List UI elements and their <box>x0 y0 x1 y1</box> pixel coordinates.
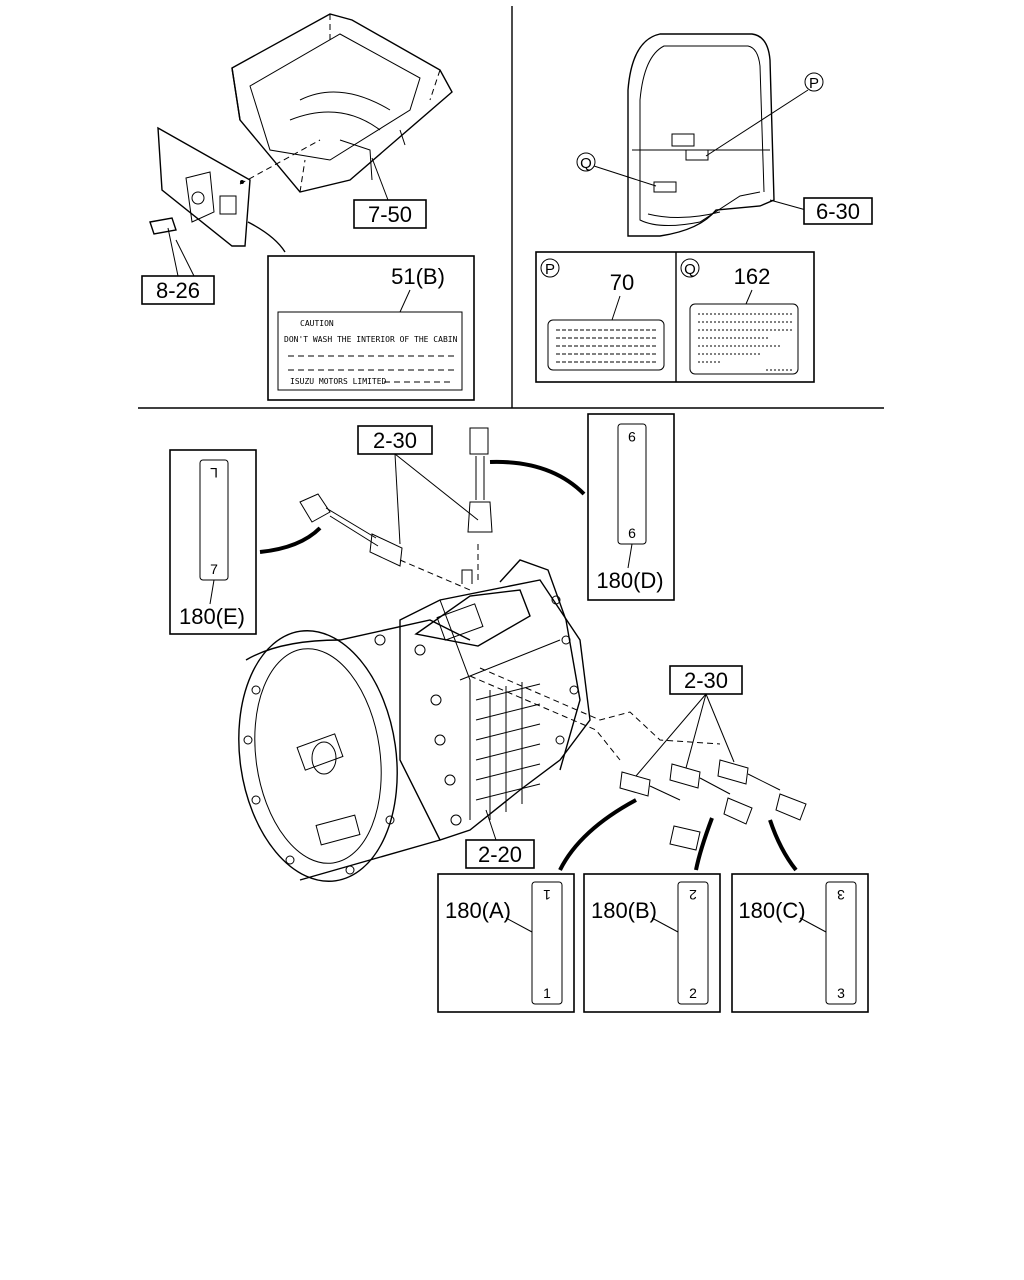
cab-floor-drawing <box>231 13 453 193</box>
tag-180e-bottom: 7 <box>210 561 218 577</box>
sensor-e <box>299 493 403 567</box>
sensor-b <box>669 763 753 825</box>
marker-p <box>804 72 824 92</box>
p-part-number: 70 <box>610 270 634 295</box>
harness-path-2 <box>469 675 621 761</box>
callout-2-30-right <box>669 665 743 695</box>
box-marker-p-text: P <box>545 261 555 278</box>
tag-180c-top: 3 <box>837 887 845 903</box>
callout-8-26-text: 8-26 <box>156 278 200 303</box>
tag-180a-part: 180(A) <box>445 898 511 923</box>
tag-box-180c <box>731 873 869 1013</box>
caution-leader <box>399 289 411 313</box>
tag-180e-part: 180(E) <box>179 604 245 629</box>
harness-path <box>479 667 721 745</box>
sensor-e-mount-line <box>399 559 471 591</box>
leader-2-30-top-b <box>394 453 479 521</box>
sensor-c <box>717 759 807 821</box>
callout-2-20 <box>465 839 535 869</box>
leader-6-30 <box>769 199 807 211</box>
callout-2-20-text: 2-20 <box>478 842 522 867</box>
tag-180d-part: 180(D) <box>596 568 663 593</box>
leader-51b <box>247 221 286 253</box>
leader-180b <box>694 817 714 871</box>
door-drawing <box>627 33 775 237</box>
tag-180b-top: 2 <box>689 887 697 903</box>
sensor-d <box>467 427 493 533</box>
tag-180b-leader <box>651 917 679 933</box>
marker-p-text: P <box>809 75 819 92</box>
callout-7-50-text: 7-50 <box>368 202 412 227</box>
tag-180a-bottom: 1 <box>543 985 551 1001</box>
p-sticker <box>547 319 665 371</box>
tag-180b <box>677 881 709 1005</box>
tag-180d-top: 9 <box>628 429 636 445</box>
tag-180e-top: L <box>210 465 218 481</box>
leader-180c <box>768 819 798 872</box>
caution-line1: DON'T WASH THE INTERIOR OF THE CABIN <box>284 335 458 344</box>
side-panel-drawing <box>149 126 321 247</box>
tag-180c <box>825 881 857 1005</box>
tag-box-180a <box>437 873 575 1013</box>
p-sticker-lines <box>556 329 656 363</box>
tag-180e-leader <box>209 579 215 605</box>
q-part-number: 162 <box>734 264 771 289</box>
leader-p <box>705 89 809 157</box>
tag-180b-part: 180(B) <box>591 898 657 923</box>
tag-box-180d <box>587 413 675 601</box>
tag-box-180e <box>169 449 257 635</box>
leader-180a <box>558 798 637 871</box>
p-leader <box>611 295 621 321</box>
callout-2-30-top-text: 2-30 <box>373 428 417 453</box>
callout-8-26 <box>141 275 215 305</box>
q-sticker <box>689 303 799 375</box>
q-sticker-lines <box>698 313 792 371</box>
tag-180d-leader <box>627 543 633 569</box>
leader-2-30-top-a <box>394 453 401 545</box>
caution-part-number: 51(B) <box>391 264 445 289</box>
caution-sticker <box>277 311 463 391</box>
callout-6-30 <box>803 197 873 225</box>
leader-180e <box>259 526 322 554</box>
marker-q-text: Q <box>580 155 592 172</box>
leader-2-30-r-b <box>685 693 707 769</box>
tag-180a <box>531 881 563 1005</box>
leader-8-26 <box>167 227 195 277</box>
marker-q <box>576 152 596 172</box>
tag-180c-part: 180(C) <box>738 898 805 923</box>
caution-label-box <box>267 255 475 401</box>
leader-q <box>593 165 657 187</box>
tag-180c-bottom: 3 <box>837 985 845 1001</box>
box-marker-p <box>540 258 560 278</box>
callout-2-30-right-text: 2-30 <box>684 668 728 693</box>
leader-2-30-r-c <box>705 693 735 763</box>
q-leader <box>745 289 753 305</box>
caution-maker: ISUZU MOTORS LIMITED <box>290 377 387 386</box>
box-marker-q-text: Q <box>684 261 696 278</box>
tag-180c-leader <box>799 917 827 933</box>
tag-180a-top: 1 <box>543 887 551 903</box>
transmission-drawing <box>238 559 591 882</box>
leader-2-20 <box>485 809 497 841</box>
callout-6-30-text: 6-30 <box>816 199 860 224</box>
tag-180d-bottom: 6 <box>628 525 636 541</box>
tag-box-180b <box>583 873 721 1013</box>
leader-7-50 <box>371 157 389 201</box>
callout-7-50 <box>353 199 427 229</box>
leader-180d <box>489 459 586 496</box>
box-marker-q <box>680 258 700 278</box>
leader-2-30-r-a <box>635 693 707 777</box>
tag-180a-leader <box>505 917 533 933</box>
door-labels-box <box>535 251 815 383</box>
caution-title: CAUTION <box>300 319 334 328</box>
sensor-a <box>619 771 701 851</box>
callout-2-30-top <box>357 425 433 455</box>
tag-180b-bottom: 2 <box>689 985 697 1001</box>
